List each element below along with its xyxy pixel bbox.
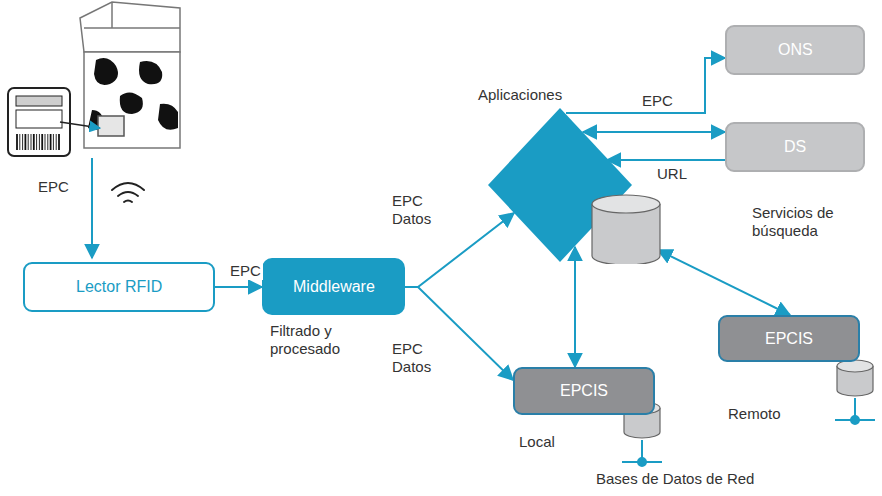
annotation-label: EPC: [38, 178, 69, 196]
edge-label: URL: [655, 165, 689, 183]
edge-label: EPC: [640, 92, 675, 110]
wireless-symbol: [112, 183, 144, 202]
application-diamond: Aplicaciones: [470, 86, 670, 264]
node-caption: Local: [519, 433, 555, 451]
milk-carton: [80, 2, 180, 148]
flow-arrow: [607, 159, 725, 161]
node-label: ONS: [778, 41, 813, 59]
node-caption: Filtrado y procesado: [270, 322, 380, 358]
flow-arrow: [658, 250, 790, 315]
epcis-box: EPCISRemoto: [718, 315, 860, 362]
edge-label: EPC Datos: [390, 340, 438, 376]
diamond-shape: [470, 86, 670, 264]
epcis-box: EPCISLocal: [513, 367, 655, 415]
service-box: ONS: [725, 25, 865, 75]
node-label: EPCIS: [765, 330, 813, 348]
reader-box: Lector RFID: [23, 262, 215, 312]
edge-label: EPC: [228, 262, 263, 280]
node-heading: Aplicaciones: [478, 86, 562, 104]
rfid-tag-card: [8, 88, 100, 156]
annotation-label: Bases de Datos de Red: [596, 470, 754, 488]
database-icon: [835, 360, 875, 424]
flow-arrow: [215, 286, 262, 288]
node-label: DS: [784, 138, 806, 156]
service-box: DS: [725, 122, 865, 172]
annotation-label: Servicios de búsqueda: [752, 204, 862, 240]
node-label: EPCIS: [560, 382, 608, 400]
node-label: Middleware: [293, 278, 375, 296]
flow-arrow: [574, 247, 576, 367]
edge-label: EPC Datos: [390, 192, 438, 228]
flow-arrow: [583, 131, 725, 133]
flow-arrow: [566, 58, 725, 113]
signal-arrow: [91, 158, 93, 258]
node-caption: Remoto: [728, 405, 781, 423]
node-label: Lector RFID: [76, 278, 162, 296]
process-box: MiddlewareFiltrado y procesado: [262, 258, 405, 315]
